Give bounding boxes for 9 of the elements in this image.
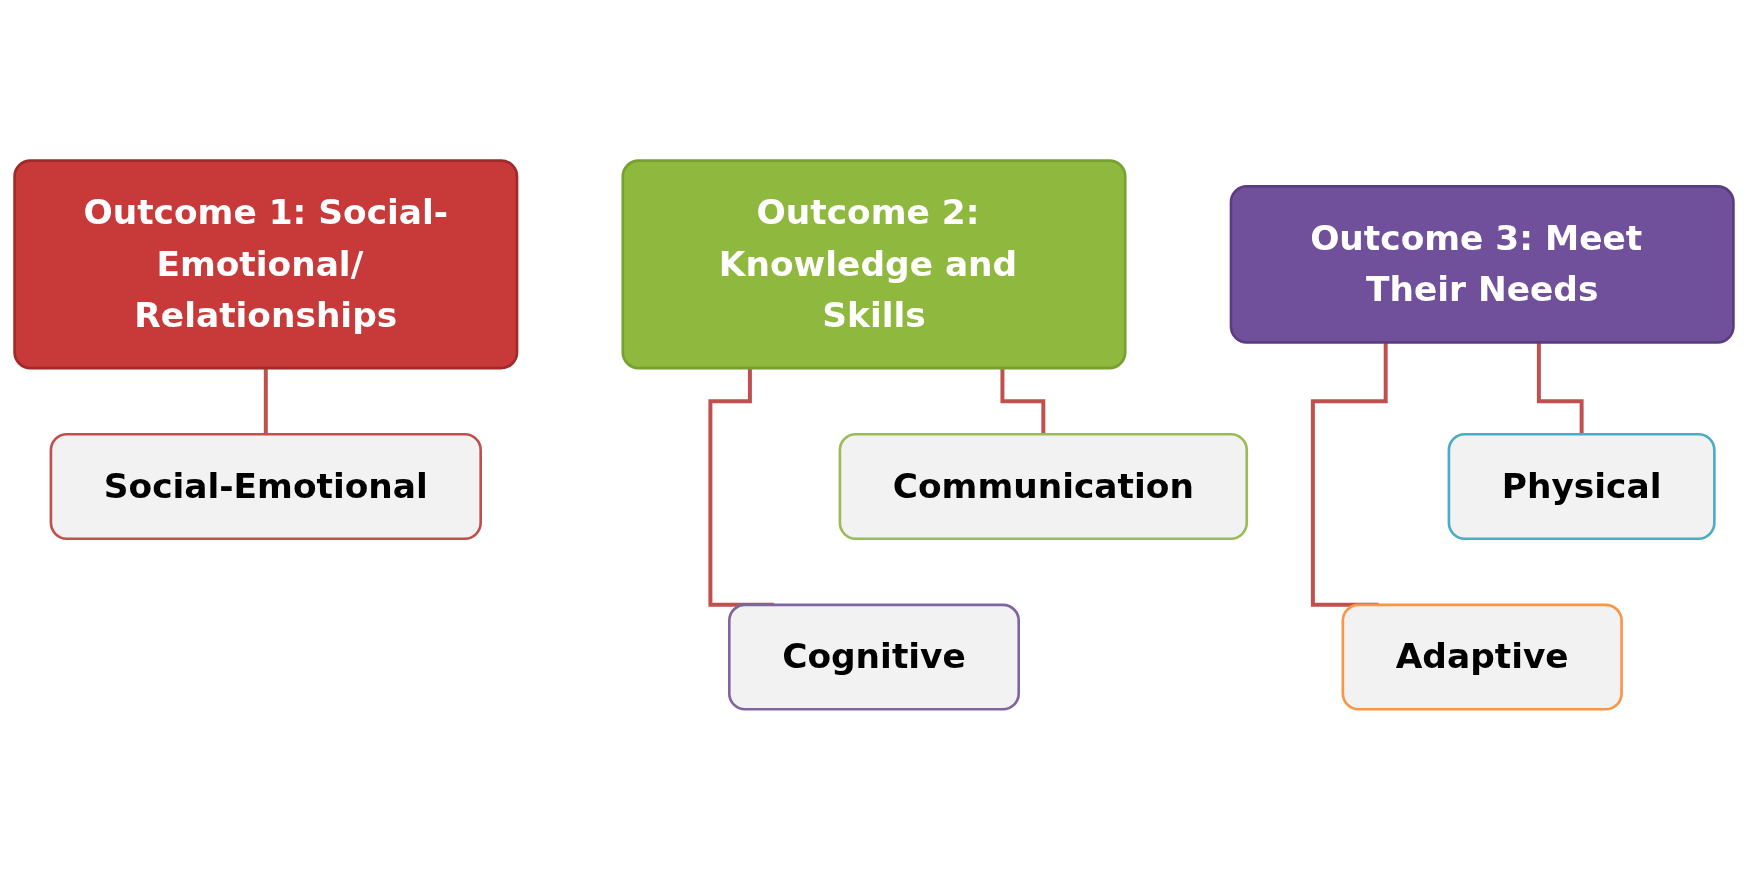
node-box: Outcome 2: Knowledge and Skills bbox=[621, 159, 1127, 370]
node-box: Communication bbox=[838, 433, 1249, 541]
node-box: Adaptive bbox=[1341, 603, 1623, 711]
node-box: Physical bbox=[1447, 433, 1716, 541]
node-box: Cognitive bbox=[727, 603, 1021, 711]
node-box: Outcome 1: Social-Emotional/ Relationships bbox=[13, 159, 519, 370]
node-box: Outcome 3: Meet Their Needs bbox=[1229, 185, 1735, 344]
connector bbox=[1310, 342, 1388, 607]
node-box: Social-Emotional bbox=[49, 433, 482, 541]
